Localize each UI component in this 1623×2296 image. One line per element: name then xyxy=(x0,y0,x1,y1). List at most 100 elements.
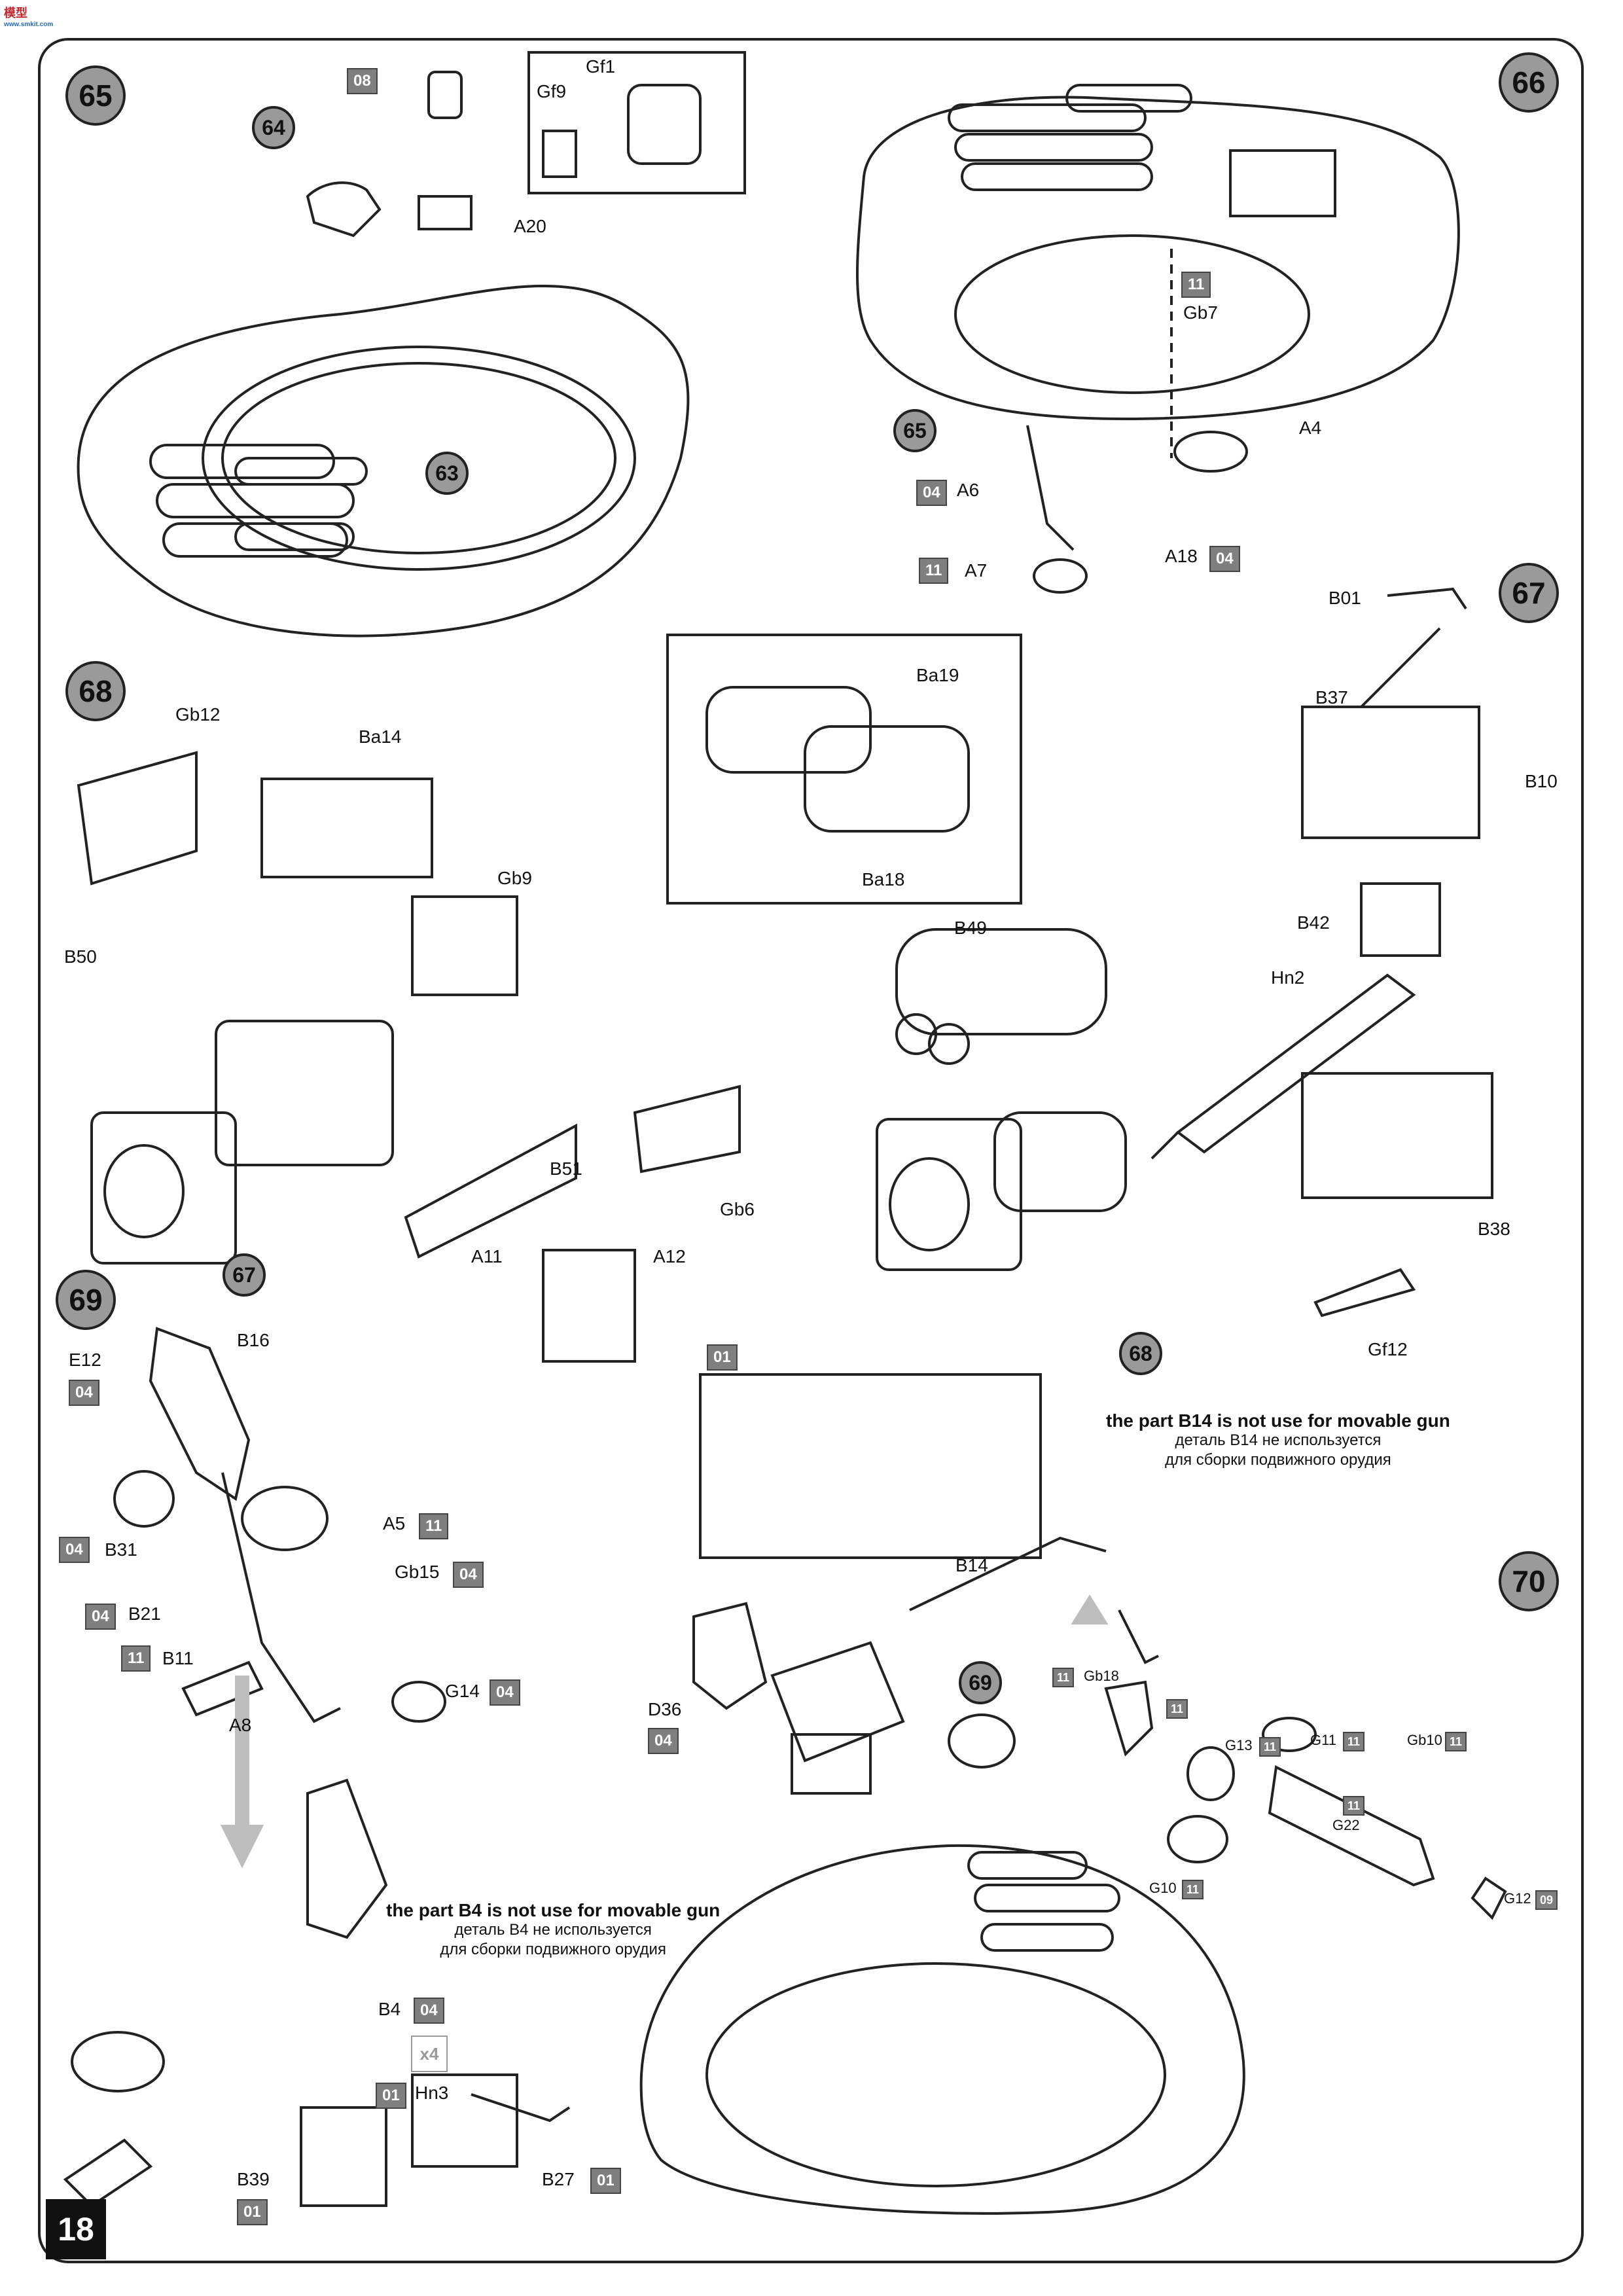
part-label: A18 xyxy=(1165,546,1198,566)
paint-code-badge: 11 xyxy=(419,1513,449,1539)
step-65: 65 xyxy=(65,65,126,126)
ref-65: 65 xyxy=(893,409,936,452)
part-label: B11 xyxy=(162,1648,194,1668)
paint-code-badge: 11 xyxy=(1166,1699,1188,1719)
paint-code-badge: 11 xyxy=(1343,1732,1365,1751)
paint-code-badge: 04 xyxy=(490,1679,520,1706)
part-label: Gb7 xyxy=(1183,302,1218,323)
part-label: G11 xyxy=(1310,1732,1336,1748)
paint-code-badge: 11 xyxy=(1052,1668,1075,1687)
part-label: Gf1 xyxy=(586,56,616,77)
paint-code-badge: 11 xyxy=(1181,272,1211,298)
paint-code-badge: 11 xyxy=(1445,1732,1467,1751)
paint-code-badge: 04 xyxy=(648,1728,679,1754)
part-label: Gb12 xyxy=(175,704,221,725)
turret-hull-70 xyxy=(639,1844,1245,2215)
gun-breech-68 xyxy=(90,1111,237,1265)
part-label: Gf9 xyxy=(537,81,567,101)
note-b4-ru1: деталь B4 не используется xyxy=(454,1921,652,1939)
part-label: B39 xyxy=(237,2169,270,2189)
paint-code-badge: 04 xyxy=(85,1604,116,1630)
part-label: Gb9 xyxy=(497,868,532,888)
part-label: G10 xyxy=(1149,1880,1177,1896)
part-label: G14 xyxy=(445,1681,480,1701)
turret-ring-66 xyxy=(954,234,1310,394)
paint-code-badge: 01 xyxy=(590,2168,621,2194)
gun-breech-67 xyxy=(876,1118,1022,1271)
ref-69: 69 xyxy=(959,1661,1002,1704)
page-number: 18 xyxy=(46,2199,106,2259)
part-label: A12 xyxy=(653,1246,686,1266)
part-label: Ba18 xyxy=(862,869,905,889)
note-b14: the part B14 is not use for movable gun … xyxy=(1106,1411,1450,1470)
part-label: Gb10 xyxy=(1407,1732,1442,1748)
turret-ring-65 xyxy=(202,346,636,571)
paint-code-badge: 11 xyxy=(1343,1796,1365,1816)
quantity-x4: x4 xyxy=(411,2036,448,2072)
part-label: Gb6 xyxy=(720,1199,755,1219)
watermark-logo: 模型 www.smkit.com xyxy=(4,4,53,28)
part-label: A11 xyxy=(471,1246,503,1266)
paint-code-badge: 04 xyxy=(59,1537,90,1563)
paint-code-badge: 04 xyxy=(1209,546,1240,572)
part-label: A5 xyxy=(383,1513,406,1534)
note-b4-en: the part B4 is not use for movable gun xyxy=(386,1900,721,1920)
part-label: B38 xyxy=(1478,1219,1510,1239)
paint-code-badge: 09 xyxy=(1535,1890,1558,1910)
part-label: B42 xyxy=(1297,912,1330,933)
note-b14-ru2: для сборки подвижного орудия xyxy=(1165,1451,1391,1469)
step-66: 66 xyxy=(1499,52,1559,113)
part-label: Gb18 xyxy=(1084,1668,1119,1684)
part-label: B31 xyxy=(105,1539,137,1560)
page-frame xyxy=(38,38,1584,2263)
part-label: B14 xyxy=(955,1555,988,1575)
part-label: A7 xyxy=(965,560,988,581)
ref-67: 67 xyxy=(223,1253,266,1297)
turret-hull-65 xyxy=(77,285,690,637)
step-67: 67 xyxy=(1499,563,1559,623)
part-label: A8 xyxy=(229,1715,252,1735)
step-70: 70 xyxy=(1499,1551,1559,1611)
ref-63: 63 xyxy=(425,452,469,495)
part-label: B4 xyxy=(378,1999,401,2019)
paint-code-badge: 11 xyxy=(1259,1737,1281,1757)
paint-code-badge: 08 xyxy=(347,68,378,94)
part-label: D36 xyxy=(648,1699,682,1719)
part-label: G22 xyxy=(1332,1817,1360,1833)
part-label: B51 xyxy=(550,1158,582,1179)
watermark-main: 模型 xyxy=(4,7,27,20)
part-label: B21 xyxy=(128,1604,161,1624)
watermark-url: www.smkit.com xyxy=(4,21,54,28)
note-b14-en: the part B14 is not use for movable gun xyxy=(1106,1410,1450,1431)
part-label: B01 xyxy=(1329,588,1361,608)
paint-code-badge: 01 xyxy=(707,1344,738,1371)
note-b4: the part B4 is not use for movable gun д… xyxy=(386,1901,720,1960)
part-label: E12 xyxy=(69,1350,101,1370)
part-label: Hn3 xyxy=(415,2083,449,2103)
paint-code-badge: 11 xyxy=(121,1645,151,1672)
note-b14-ru1: деталь B14 не используется xyxy=(1175,1431,1382,1449)
part-label: G13 xyxy=(1225,1737,1253,1753)
ref-68: 68 xyxy=(1119,1332,1162,1375)
part-label: G12 xyxy=(1504,1890,1531,1907)
paint-code-badge: 04 xyxy=(916,480,947,506)
paint-code-badge: 01 xyxy=(237,2199,268,2225)
ref-64: 64 xyxy=(252,106,295,149)
part-label: B49 xyxy=(954,918,987,938)
part-label: Gf12 xyxy=(1368,1339,1408,1359)
part-label: B27 xyxy=(542,2169,575,2189)
note-b4-ru2: для сборки подвижного орудия xyxy=(440,1941,666,1958)
part-label: Ba19 xyxy=(916,665,959,685)
step-68: 68 xyxy=(65,661,126,721)
paint-code-badge: 01 xyxy=(376,2083,406,2109)
paint-code-badge: 04 xyxy=(69,1380,99,1406)
part-label: B37 xyxy=(1315,687,1348,708)
part-label: Hn2 xyxy=(1271,967,1305,988)
part-label: A4 xyxy=(1299,418,1322,438)
turret-hull-66 xyxy=(856,96,1460,421)
paint-code-badge: 11 xyxy=(1182,1880,1204,1899)
part-label: A6 xyxy=(957,480,980,500)
part-label: B16 xyxy=(237,1330,270,1350)
part-label: Ba14 xyxy=(359,726,402,747)
